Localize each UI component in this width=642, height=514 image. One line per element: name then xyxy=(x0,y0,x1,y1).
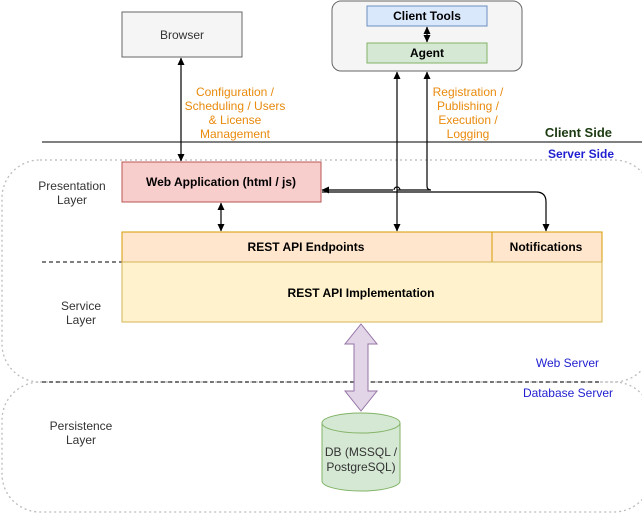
agent-edge-label-line1: Registration / xyxy=(433,85,504,99)
notifications-label: Notifications xyxy=(510,240,583,254)
rest-implementation-label: REST API Implementation xyxy=(288,286,435,300)
server-side-label: Server Side xyxy=(548,147,614,161)
client-webapp-line-hop xyxy=(393,186,401,191)
persistence-layer-label-line2: Layer xyxy=(66,433,96,447)
service-layer-label-line1: Service xyxy=(61,299,101,313)
client-tools-box xyxy=(366,5,488,27)
presentation-layer-label-line1: Presentation xyxy=(38,179,105,193)
web-server-label: Web Server xyxy=(536,356,599,370)
browser-box xyxy=(121,11,243,58)
client-side-label: Client Side xyxy=(545,125,612,140)
agent-edge-label-line2: Publishing / xyxy=(437,99,500,113)
browser-edge-label-line3: & License xyxy=(209,113,262,127)
implementation-db-block-arrow xyxy=(343,323,379,412)
client-tools-label: Client Tools xyxy=(393,9,461,23)
rest-implementation-box xyxy=(121,261,603,323)
database-label-line1: DB (MSSQL / xyxy=(325,445,398,459)
client-webapp-arrow xyxy=(322,72,431,190)
browser-edge-label-line4: Management xyxy=(200,127,271,141)
agent-label: Agent xyxy=(410,46,444,60)
service-layer-label-line2: Layer xyxy=(66,313,96,327)
browser-edge-label-line1: Configuration / xyxy=(196,85,275,99)
database-cylinder xyxy=(321,412,401,492)
agent-edge-label-line3: Execution / xyxy=(438,113,498,127)
database-server-container xyxy=(1,381,642,513)
browser-label: Browser xyxy=(160,28,204,42)
presentation-layer-label-line2: Layer xyxy=(57,193,87,207)
web-application-label: Web Application (html / js) xyxy=(146,175,296,189)
persistence-layer-label-line1: Persistence xyxy=(50,419,113,433)
agent-box xyxy=(366,42,488,64)
database-server-label: Database Server xyxy=(523,386,613,400)
agent-edge-label-line4: Logging xyxy=(447,127,490,141)
web-application-box xyxy=(121,161,322,203)
database-label-line2: PostgreSQL) xyxy=(326,460,395,474)
rest-endpoints-label: REST API Endpoints xyxy=(248,240,365,254)
browser-edge-label-line2: Scheduling / Users xyxy=(185,99,286,113)
notifications-webapp-arrow xyxy=(322,191,550,232)
